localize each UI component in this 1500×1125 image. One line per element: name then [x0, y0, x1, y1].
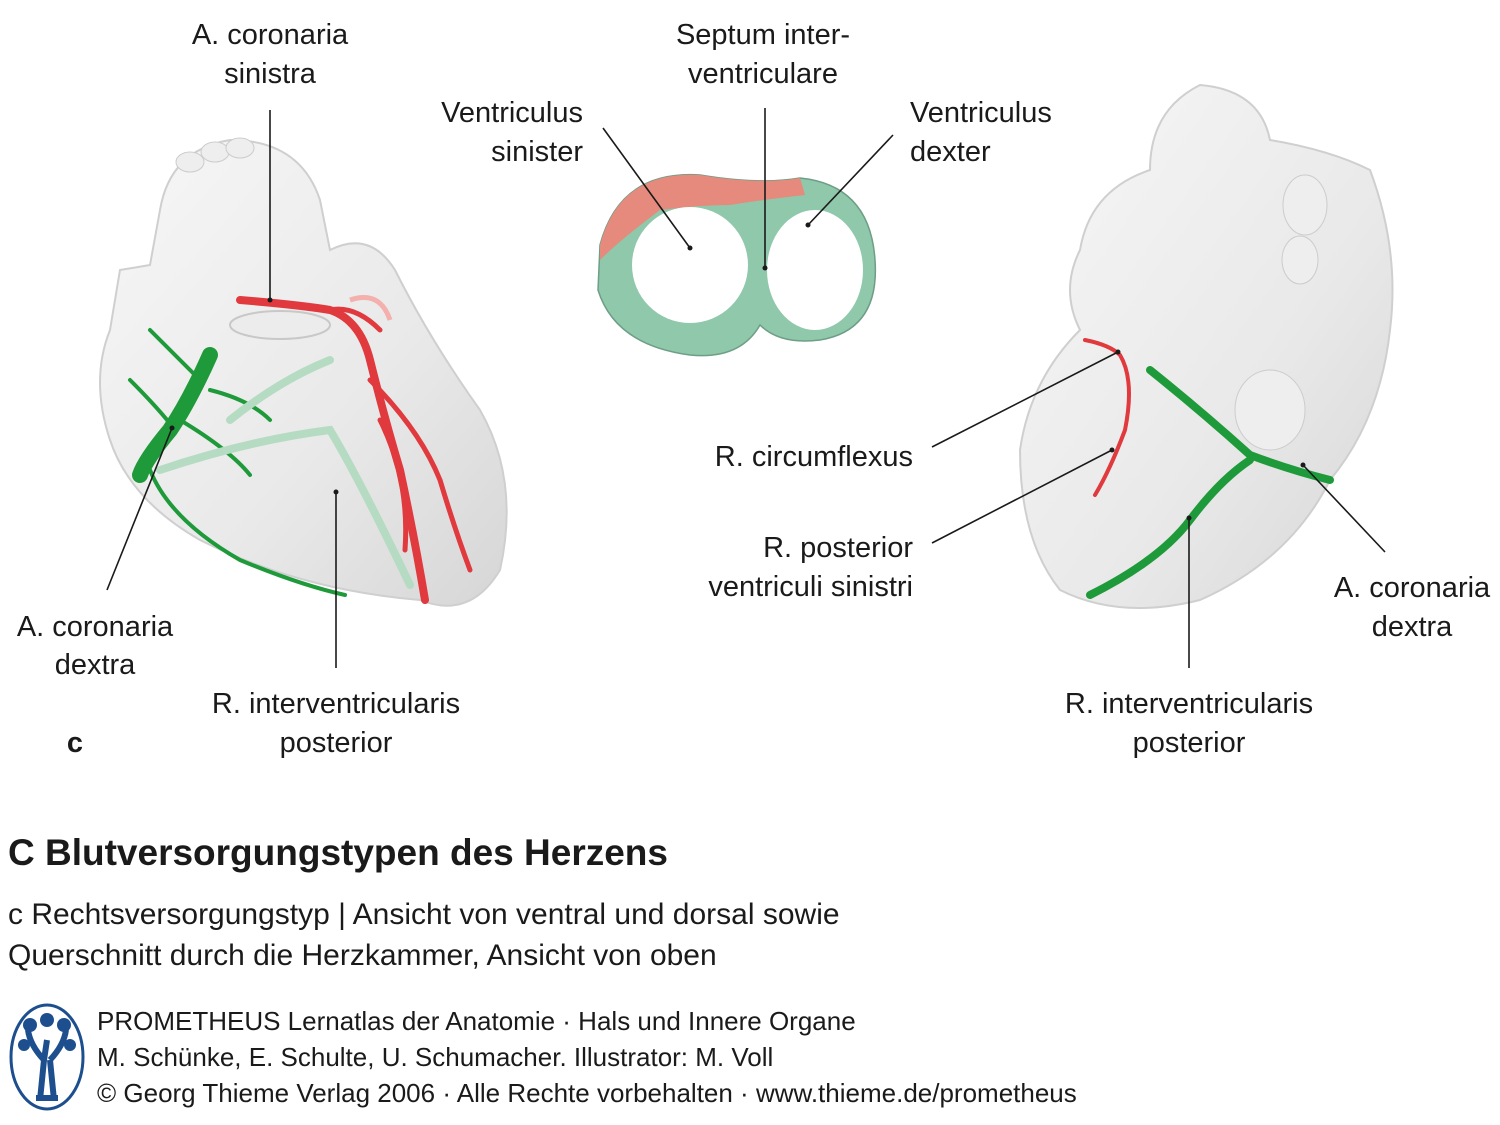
panel-letter: c — [67, 727, 83, 759]
label-a-coronaria-sinistra-2: sinistra — [224, 58, 317, 90]
caption-line-1: c Rechtsversorgungstyp | Ansicht von ven… — [8, 898, 840, 931]
label-r-interventricularis-right-2: posterior — [1133, 727, 1246, 759]
label-r-interventricularis-left-1: R. interventricularis — [212, 688, 460, 720]
label-r-circumflexus: R. circumflexus — [715, 441, 913, 473]
label-a-coronaria-sinistra-1: A. coronaria — [192, 19, 349, 51]
label-r-interventricularis-right-1: R. interventricularis — [1065, 688, 1313, 720]
credit-line-3: © Georg Thieme Verlag 2006 · Alle Rechte… — [97, 1078, 1077, 1108]
caption-title: C Blutversorgungstypen des Herzens — [8, 832, 668, 873]
left-ventricle-lumen — [632, 207, 748, 323]
credit-line-2: M. Schünke, E. Schulte, U. Schumacher. I… — [97, 1042, 773, 1072]
label-septum-1: Septum inter- — [676, 19, 850, 51]
label-a-coronaria-dextra-left-1: A. coronaria — [17, 611, 174, 643]
heart-dorsal-view — [1018, 83, 1394, 609]
label-a-coronaria-dextra-right-1: A. coronaria — [1334, 572, 1491, 604]
leader-lines — [106, 108, 1386, 668]
label-ventriculus-dexter-1: Ventriculus — [910, 97, 1052, 129]
right-ventricle-lumen — [767, 210, 863, 330]
label-ventriculus-dexter-2: dexter — [910, 136, 991, 168]
heart-ventral-view — [99, 137, 508, 607]
label-a-coronaria-dextra-right-2: dextra — [1372, 611, 1453, 643]
ventricle-cross-section — [597, 173, 877, 357]
thieme-tree-logo — [9, 1003, 85, 1111]
label-r-posterior-2: ventriculi sinistri — [708, 571, 913, 603]
caption-line-2: Querschnitt durch die Herzkammer, Ansich… — [8, 939, 717, 972]
label-a-coronaria-dextra-left-2: dextra — [55, 649, 136, 681]
label-septum-2: ventriculare — [688, 58, 838, 90]
label-r-interventricularis-left-2: posterior — [280, 727, 393, 759]
label-ventriculus-sinister-2: sinister — [491, 136, 583, 168]
label-r-posterior-1: R. posterior — [763, 532, 913, 564]
label-ventriculus-sinister-1: Ventriculus — [441, 97, 583, 129]
credit-line-1: PROMETHEUS Lernatlas der Anatomie · Hals… — [97, 1006, 856, 1036]
